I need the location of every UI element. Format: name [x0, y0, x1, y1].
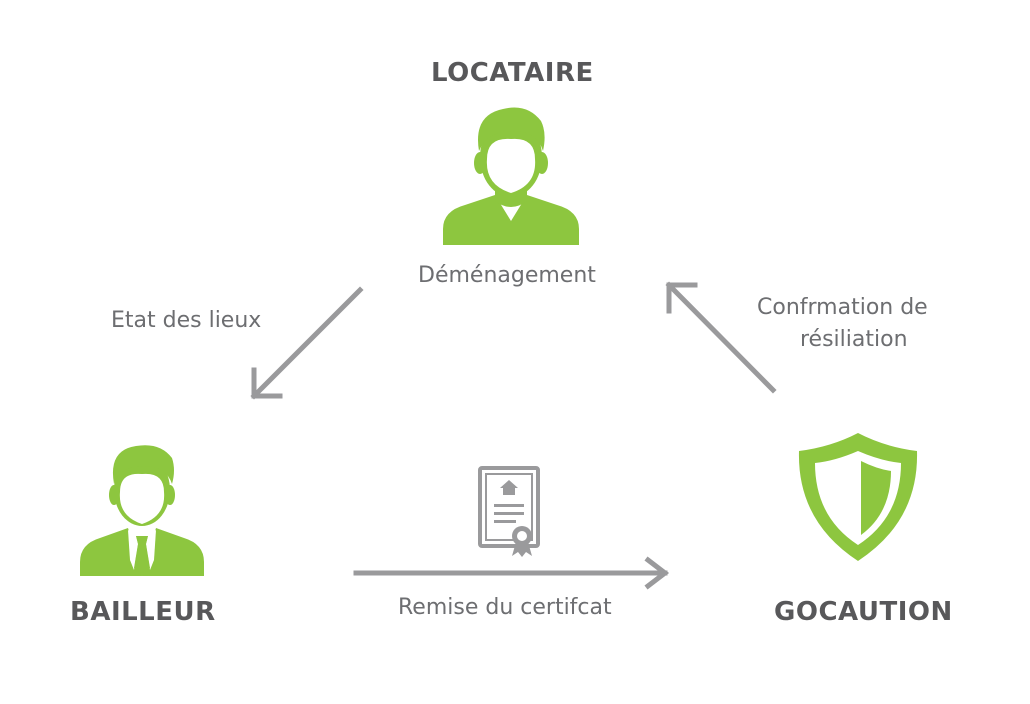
- bailleur-title: BAILLEUR: [70, 597, 216, 627]
- gocaution-title: GOCAUTION: [774, 597, 953, 627]
- bailleur-businessman-icon: [80, 445, 204, 576]
- edge-label-etat-des-lieux: Etat des lieux: [111, 308, 262, 333]
- certificate-icon: [478, 466, 540, 557]
- edge-label-confirmation-line2: résiliation: [800, 327, 908, 352]
- locataire-caption: Déménagement: [418, 263, 596, 288]
- arrow-bailleur-to-gocaution: [353, 556, 670, 590]
- locataire-title: LOCATAIRE: [431, 58, 594, 88]
- edge-label-confirmation-line1: Confrmation de: [757, 295, 928, 320]
- edge-label-remise: Remise du certifcat: [398, 595, 612, 620]
- locataire-person-icon: [443, 107, 579, 245]
- arrow-gocaution-to-locataire: [665, 281, 777, 394]
- gocaution-shield-icon: [798, 433, 918, 561]
- arrow-locataire-to-bailleur: [250, 286, 364, 400]
